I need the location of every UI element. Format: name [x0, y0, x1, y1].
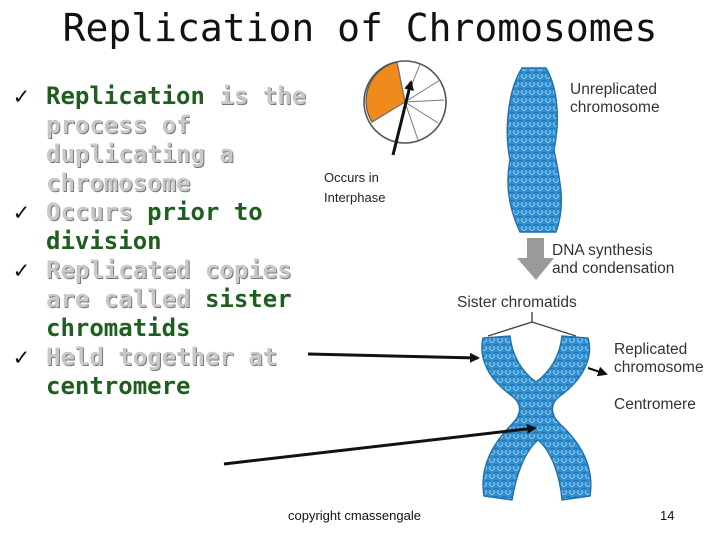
bullet-text-highlight: prior to division — [46, 198, 263, 255]
bullet-item: ✓ Occurs prior to division — [12, 198, 342, 256]
label-unreplicated: Unreplicated chromosome — [570, 81, 660, 117]
page-number: 14 — [660, 508, 675, 523]
bullet-text-highlight: Replication — [46, 82, 205, 110]
bullet-list: ✓ Replication is the process of duplicati… — [12, 82, 342, 401]
bullet-item: ✓ Replication is the process of duplicati… — [12, 82, 342, 198]
bullet-text: Held together at — [46, 343, 278, 371]
unreplicated-chromosome — [506, 67, 563, 233]
note-line-1: Occurs in — [324, 170, 379, 185]
sister-bracket — [487, 312, 577, 337]
bullet-item: ✓ Held together at centromere — [12, 343, 342, 401]
pointer-arrow — [391, 80, 414, 156]
label-dna-synthesis: DNA synthesis and condensation — [552, 242, 674, 278]
label-line: chromosome — [614, 359, 704, 376]
replicated-chromosome — [481, 335, 592, 501]
label-line: Unreplicated — [570, 81, 658, 98]
check-icon: ✓ — [14, 82, 29, 110]
bullet-text: is the process of duplicating a chromoso… — [46, 82, 307, 197]
label-centromere: Centromere — [614, 396, 696, 413]
bullet-text-highlight: centromere — [46, 372, 191, 400]
bullet-item: ✓ Replicated copies are called sister chr… — [12, 256, 342, 343]
interphase-note: Occurs in Interphase — [324, 168, 385, 208]
down-arrow-icon — [517, 238, 554, 280]
slide-title: Replication of Chromosomes — [62, 6, 658, 50]
pointer-arrow — [223, 423, 537, 466]
label-line: Replicated — [614, 341, 688, 358]
check-icon: ✓ — [14, 256, 29, 284]
pointer-arrow — [307, 352, 480, 363]
label-replicated: Replicated chromosome — [614, 341, 704, 377]
pointer-arrow — [587, 366, 608, 377]
note-line-2: Interphase — [324, 190, 386, 205]
label-line: DNA synthesis — [552, 242, 653, 259]
footer-copyright: copyright cmassengale — [288, 508, 421, 523]
bullet-text: Occurs — [46, 198, 133, 226]
label-line: and condensation — [552, 260, 675, 277]
bullet-text: Replicated copies are called — [46, 256, 292, 313]
bullet-text-highlight: sister chromatids — [46, 285, 292, 342]
label-sister-chromatids: Sister chromatids — [457, 294, 577, 311]
label-line: chromosome — [570, 99, 660, 116]
check-icon: ✓ — [14, 198, 29, 226]
check-icon: ✓ — [14, 343, 29, 371]
cell-cycle-icon — [363, 60, 447, 144]
